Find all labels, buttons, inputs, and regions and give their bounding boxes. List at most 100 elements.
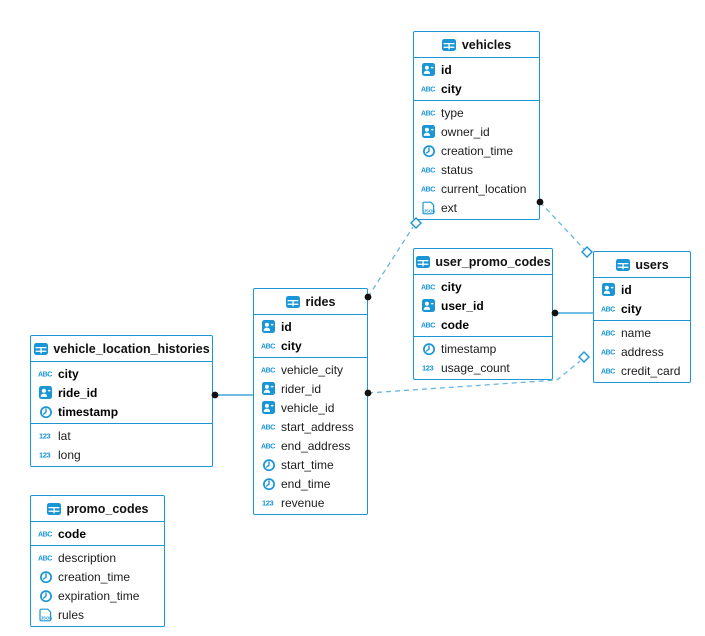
table-header[interactable]: rides <box>254 289 367 315</box>
column-row[interactable]: ABC status <box>414 160 539 179</box>
svg-text:ABC: ABC <box>261 344 275 351</box>
abc-text-type-icon: ABC <box>601 302 616 316</box>
svg-text:ABC: ABC <box>261 444 275 451</box>
123-number-type-icon: 123 <box>38 448 53 462</box>
column-name: code <box>58 526 87 541</box>
column-row[interactable]: ABC description <box>31 548 164 567</box>
column-row[interactable]: owner_id <box>414 122 539 141</box>
id-badge-icon <box>421 299 436 313</box>
er-table-rides[interactable]: rides id ABC city ABC vehicle_city rider… <box>253 288 368 515</box>
er-table-vehicles[interactable]: vehicles id ABC city ABC type owner_id c… <box>413 31 540 220</box>
svg-text:ABC: ABC <box>421 285 435 292</box>
svg-text:ABC: ABC <box>601 307 615 314</box>
column-row[interactable]: ABC credit_card <box>594 361 690 380</box>
columns-section: 123 lat 123 long <box>31 424 212 466</box>
column-name: city <box>441 279 462 294</box>
columns-section: ABC vehicle_city rider_id vehicle_id ABC… <box>254 358 367 514</box>
abc-text-type-icon: ABC <box>38 551 53 565</box>
column-row[interactable]: id <box>594 280 690 299</box>
svg-text:ABC: ABC <box>38 532 52 539</box>
abc-text-type-icon: ABC <box>261 363 276 377</box>
abc-text-type-icon: ABC <box>38 527 53 541</box>
column-row[interactable]: ABC current_location <box>414 179 539 198</box>
svg-text:123: 123 <box>262 499 274 508</box>
column-name: rules <box>58 607 85 622</box>
svg-text:ABC: ABC <box>421 323 435 330</box>
column-name: code <box>441 317 470 332</box>
column-row[interactable]: ABC code <box>414 315 552 334</box>
id-badge-icon <box>601 283 616 297</box>
column-row[interactable]: start_time <box>254 455 367 474</box>
column-row[interactable]: user_id <box>414 296 552 315</box>
column-row[interactable]: 123 usage_count <box>414 358 552 377</box>
svg-text:ABC: ABC <box>261 425 275 432</box>
123-number-type-icon: 123 <box>38 429 53 443</box>
column-row[interactable]: 123 long <box>31 445 212 464</box>
column-row[interactable]: rider_id <box>254 379 367 398</box>
column-name: expiration_time <box>58 588 140 603</box>
column-row[interactable]: ABC start_address <box>254 417 367 436</box>
er-table-promo_codes[interactable]: promo_codes ABC code ABC description cre… <box>30 495 165 627</box>
column-row[interactable]: ride_id <box>31 383 212 402</box>
primary-key-section: ABC code <box>31 522 164 546</box>
column-row[interactable]: ABC code <box>31 524 164 543</box>
relationship-endpoint-diamond <box>578 351 590 363</box>
table-header[interactable]: vehicles <box>414 32 539 58</box>
column-name: end_time <box>281 476 331 491</box>
column-name: vehicle_city <box>281 362 344 377</box>
column-row[interactable]: expiration_time <box>31 586 164 605</box>
column-name: creation_time <box>58 569 131 584</box>
column-row[interactable]: 123 revenue <box>254 493 367 512</box>
id-badge-icon <box>261 320 276 334</box>
primary-key-section: id ABC city <box>254 315 367 358</box>
clock-type-icon <box>38 405 53 419</box>
column-name: ext <box>441 200 458 215</box>
svg-text:ABC: ABC <box>601 350 615 357</box>
columns-section: ABC description creation_time expiration… <box>31 546 164 626</box>
table-header[interactable]: vehicle_location_histories <box>31 336 212 362</box>
column-name: creation_time <box>441 143 514 158</box>
er-table-user_promo_codes[interactable]: user_promo_codes ABC city user_id ABC co… <box>413 248 553 380</box>
column-row[interactable]: ABC end_address <box>254 436 367 455</box>
column-row[interactable]: id <box>414 60 539 79</box>
column-name: city <box>58 366 79 381</box>
column-row[interactable]: creation_time <box>414 141 539 160</box>
column-row[interactable]: JSON rules <box>31 605 164 624</box>
svg-text:ABC: ABC <box>261 368 275 375</box>
column-row[interactable]: ABC address <box>594 342 690 361</box>
er-table-vehicle_location_histories[interactable]: vehicle_location_histories ABC city ride… <box>30 335 213 467</box>
abc-text-type-icon: ABC <box>38 367 53 381</box>
column-name: city <box>621 301 642 316</box>
column-row[interactable]: ABC type <box>414 103 539 122</box>
table-header[interactable]: users <box>594 252 690 278</box>
clock-type-icon <box>261 477 276 491</box>
column-row[interactable]: id <box>254 317 367 336</box>
column-row[interactable]: ABC city <box>414 277 552 296</box>
column-row[interactable]: end_time <box>254 474 367 493</box>
er-table-users[interactable]: users id ABC city ABC name ABC address A… <box>593 251 691 383</box>
column-row[interactable]: ABC city <box>254 336 367 355</box>
table-title: vehicle_location_histories <box>53 341 210 356</box>
column-row[interactable]: ABC name <box>594 323 690 342</box>
column-row[interactable]: vehicle_id <box>254 398 367 417</box>
column-name: vehicle_id <box>281 400 335 415</box>
123-number-type-icon: 123 <box>261 496 276 510</box>
column-row[interactable]: ABC city <box>414 79 539 98</box>
column-name: lat <box>58 428 71 443</box>
table-title: vehicles <box>461 37 512 52</box>
column-row[interactable]: 123 lat <box>31 426 212 445</box>
column-row[interactable]: timestamp <box>414 339 552 358</box>
123-number-type-icon: 123 <box>421 361 436 375</box>
table-header[interactable]: promo_codes <box>31 496 164 522</box>
column-row[interactable]: timestamp <box>31 402 212 421</box>
column-row[interactable]: creation_time <box>31 567 164 586</box>
table-header[interactable]: user_promo_codes <box>414 249 552 275</box>
primary-key-section: ABC city user_id ABC code <box>414 275 552 337</box>
column-row[interactable]: ABC vehicle_city <box>254 360 367 379</box>
svg-text:ABC: ABC <box>421 187 435 194</box>
column-row[interactable]: ABC city <box>594 299 690 318</box>
column-row[interactable]: ABC city <box>31 364 212 383</box>
column-row[interactable]: JSON ext <box>414 198 539 217</box>
column-name: timestamp <box>441 341 497 356</box>
column-name: owner_id <box>441 124 490 139</box>
